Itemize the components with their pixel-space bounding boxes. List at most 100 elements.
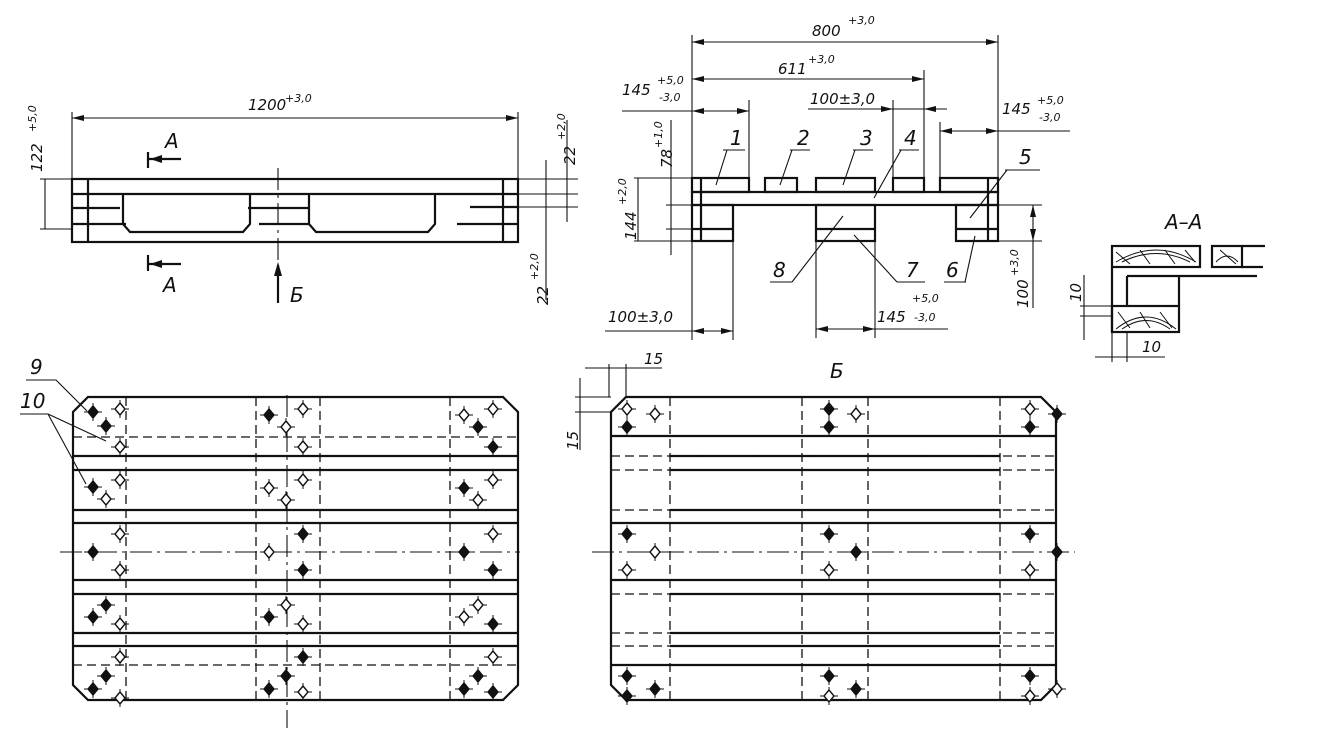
dim-mid-board: 100±3,0 [810,90,875,108]
nail-mark [618,687,636,705]
nail-mark [455,680,473,698]
nail-mark [618,418,636,436]
nail-mark [484,615,502,633]
plan-view: 9 10 [20,355,520,728]
nail-mark [294,400,312,418]
nail-mark [294,525,312,543]
dim-view-b-horizontal: 15 [644,350,663,368]
nail-mark [847,405,865,423]
nail-mark [97,596,115,614]
svg-text:Б: Б [290,283,304,307]
nail-mark [294,471,312,489]
nail-mark [84,680,102,698]
dim-right-board: 145 [1002,100,1031,118]
dim-bottom-right-tol: +3,0 [1008,249,1021,276]
nail-mark [484,683,502,701]
dim-bottom-right: 100 [1014,279,1032,308]
svg-text:1: 1 [730,126,743,150]
side-view-outline [70,177,520,244]
view-b: Б 15 15 [564,350,1075,702]
nail-mark [618,667,636,685]
nail-mark [469,418,487,436]
nail-mark [1021,687,1039,705]
nail-mark [484,648,502,666]
nail-mark [260,608,278,626]
nail-mark [260,406,278,424]
dim-section-horizontal: 10 [1142,338,1161,356]
nail-mark [484,438,502,456]
nail-mark [111,689,129,707]
dim-bottom-center: 145 [877,308,906,326]
nail-mark [277,596,295,614]
nail-mark [97,490,115,508]
dim-edge-board-tol-up: +5,0 [657,74,684,87]
callout-1: 1 [715,126,745,186]
dim-section-vertical: 10 [1067,283,1085,302]
nail-mark [1048,680,1066,698]
dim-board-bottom: 22 [534,286,552,305]
section-aa: А–А 10 10 [1067,210,1265,362]
nail-mark [1048,405,1066,423]
section-arrow-bottom: А [146,255,181,297]
section-arrow-top: А [146,129,181,168]
nail-mark [260,543,278,561]
callout-4: 4 [873,126,919,199]
nail-mark [1021,400,1039,418]
nail-mark [84,543,102,561]
callout-6: 6 [944,235,976,283]
nail-mark [260,479,278,497]
nail-mark [97,417,115,435]
nail-mark [820,687,838,705]
callout-10: 10 [20,389,107,485]
dim-board-bottom-tol: +2,0 [528,253,541,280]
dim-total-height-tol: +2,0 [616,178,629,205]
svg-text:4: 4 [904,126,917,150]
dim-board-top-tol: +2,0 [555,113,568,140]
svg-text:5: 5 [1019,145,1032,169]
nail-mark [484,400,502,418]
nail-mark [84,478,102,496]
dim-bottom-left: 100±3,0 [608,308,673,326]
svg-text:3: 3 [860,126,873,150]
nail-mark [820,561,838,579]
nail-mark [484,471,502,489]
dim-total-height: 144 [622,211,640,240]
nail-mark [455,543,473,561]
nail-mark [294,615,312,633]
dim-view-b-vertical: 15 [564,431,582,450]
nail-mark [820,667,838,685]
section-aa-title: А–А [1163,210,1202,234]
view-b-title: Б [830,359,844,383]
plan-outline [71,395,520,702]
nail-mark [618,561,636,579]
nail-mark [97,667,115,685]
nail-mark [469,667,487,685]
svg-text:9: 9 [30,355,43,379]
nail-mark [820,418,838,436]
nail-mark [277,667,295,685]
nail-mark [277,491,295,509]
nail-mark [618,525,636,543]
dim-edge-board-tol-dn: -3,0 [659,91,680,104]
nail-mark [294,438,312,456]
dim-block-height: 78 [658,149,676,168]
svg-text:8: 8 [773,258,786,282]
nail-mark [618,400,636,418]
svg-text:А: А [161,273,177,297]
nail-mark [847,543,865,561]
nail-mark [1021,561,1039,579]
nail-mark [646,680,664,698]
nail-mark [646,405,664,423]
callout-7: 7 [853,234,925,283]
nail-mark [111,400,129,418]
nail-mark [1048,543,1066,561]
dim-span-tol: +3,0 [808,53,835,66]
nail-mark [84,403,102,421]
svg-text:2: 2 [797,126,810,150]
nail-mark [260,680,278,698]
svg-text:А: А [163,129,179,153]
nail-mark [111,615,129,633]
dim-bottom-center-tol-up: +5,0 [912,292,939,305]
svg-text:7: 7 [906,258,919,282]
nail-mark [847,680,865,698]
